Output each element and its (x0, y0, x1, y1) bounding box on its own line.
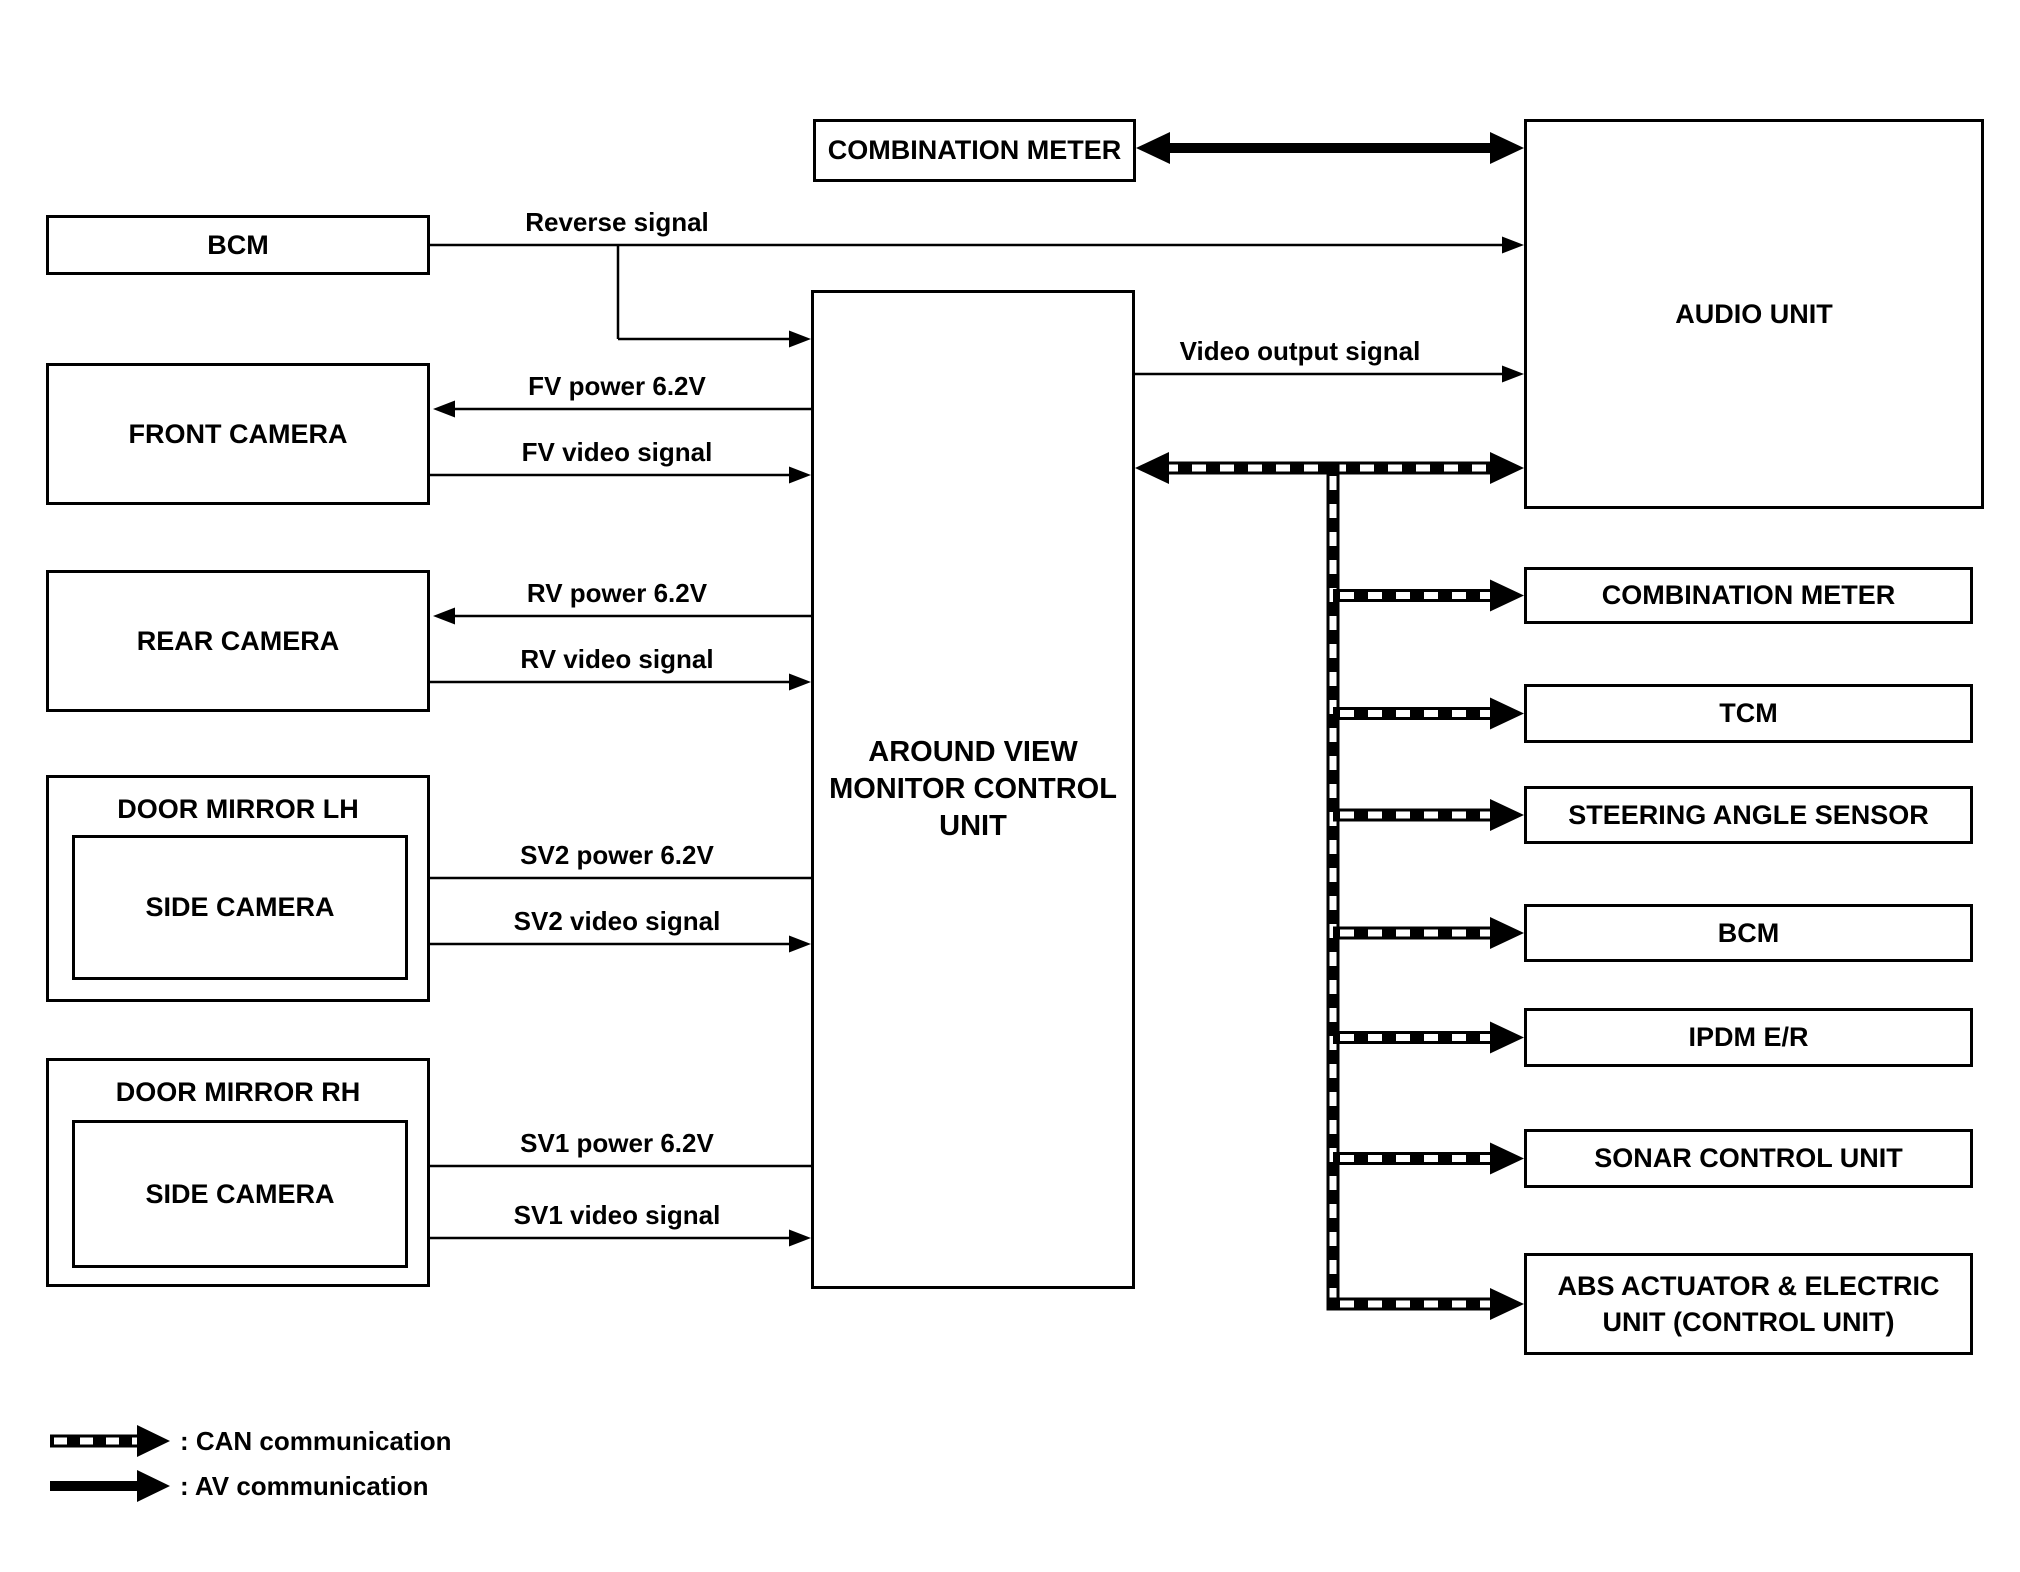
sv2-power-label: SV2 power 6.2V (520, 840, 714, 870)
bcm-right-box: BCM (1524, 904, 1973, 962)
rear-camera-box: REAR CAMERA (46, 570, 430, 712)
legend-av-arrow (50, 1470, 170, 1502)
front-camera-label: FRONT CAMERA (128, 418, 348, 449)
sv1-video-label: SV1 video signal (513, 1200, 721, 1230)
rv-power-label: RV power 6.2V (526, 578, 708, 608)
audio-unit-label: AUDIO UNIT (1675, 298, 1833, 329)
sonar-control-unit-label: SONAR CONTROL UNIT (1594, 1143, 1903, 1173)
can-branch-ipdm (1333, 1021, 1524, 1054)
sv2-video-line (408, 935, 811, 953)
sv1-power-label: SV1 power 6.2V (520, 1128, 714, 1158)
around-view-monitor-control-unit-box: AROUND VIEW MONITOR CONTROL UNIT (811, 290, 1135, 1289)
can-branch-bcm (1333, 917, 1524, 949)
sv2-power-line (408, 869, 811, 887)
avm-label-line2: MONITOR CONTROL (829, 773, 1117, 805)
abs-actuator-box: ABS ACTUATOR & ELECTRIC UNIT (CONTROL UN… (1524, 1253, 1973, 1355)
abs-actuator-label-line1: ABS ACTUATOR & ELECTRIC (1557, 1271, 1940, 1301)
av-double-arrow (1136, 132, 1524, 164)
fv-video-label: FV video signal (521, 437, 713, 467)
rear-camera-label: REAR CAMERA (136, 625, 340, 656)
bcm-right-label: BCM (1717, 917, 1780, 948)
combination-meter-right-label: COMBINATION METER (1601, 580, 1896, 610)
steering-angle-sensor-label: STEERING ANGLE SENSOR (1568, 799, 1929, 830)
side-camera-rh-box: SIDE CAMERA (72, 1120, 408, 1268)
bcm-left-label: BCM (207, 229, 269, 260)
can-branch-steering-angle-sensor (1333, 799, 1524, 831)
reverse-signal-line (430, 236, 1524, 348)
sv2-video-label: SV2 video signal (513, 906, 721, 936)
ipdm-label: IPDM E/R (1688, 1022, 1809, 1052)
legend-can-arrow (50, 1425, 170, 1457)
legend-can-label: : CAN communication (180, 1426, 452, 1456)
combination-meter-top-label: COMBINATION METER (827, 135, 1122, 165)
tcm-box: TCM (1524, 684, 1973, 743)
side-camera-lh-box: SIDE CAMERA (72, 835, 408, 980)
rv-video-line (430, 673, 811, 691)
reverse-signal-label: Reverse signal (525, 207, 709, 237)
sv1-power-line (408, 1157, 811, 1175)
video-output-line (1135, 365, 1524, 383)
can-branch-tcm (1333, 697, 1524, 730)
video-output-signal-label: Video output signal (1179, 336, 1421, 366)
door-mirror-lh-label: DOOR MIRROR LH (117, 794, 359, 824)
steering-angle-sensor-box: STEERING ANGLE SENSOR (1524, 786, 1973, 844)
avm-label-line1: AROUND VIEW (868, 736, 1078, 768)
can-branch-sonar-control-unit (1333, 1142, 1524, 1175)
combination-meter-top-box: COMBINATION METER (813, 119, 1136, 182)
can-branch-combination-meter (1333, 579, 1524, 612)
sv1-video-line (408, 1229, 811, 1247)
bcm-left-box: BCM (46, 215, 430, 275)
avm-label-line3: UNIT (939, 810, 1007, 842)
ipdm-box: IPDM E/R (1524, 1008, 1973, 1067)
legend-av-label: : AV communication (180, 1471, 429, 1501)
fv-power-line (433, 400, 811, 418)
combination-meter-right-box: COMBINATION METER (1524, 567, 1973, 624)
rv-video-label: RV video signal (520, 644, 714, 674)
tcm-label: TCM (1719, 698, 1778, 728)
door-mirror-rh-label: DOOR MIRROR RH (115, 1077, 361, 1107)
front-camera-box: FRONT CAMERA (46, 363, 430, 505)
side-camera-lh-label: SIDE CAMERA (145, 892, 335, 922)
can-branch-abs (1326, 1288, 1524, 1320)
fv-video-line (430, 466, 811, 484)
abs-actuator-label-line2: UNIT (CONTROL UNIT) (1602, 1307, 1895, 1337)
fv-power-label: FV power 6.2V (528, 371, 706, 401)
rv-power-line (433, 607, 811, 625)
side-camera-rh-label: SIDE CAMERA (145, 1178, 335, 1209)
audio-unit-box: AUDIO UNIT (1524, 119, 1984, 509)
sonar-control-unit-box: SONAR CONTROL UNIT (1524, 1129, 1973, 1188)
